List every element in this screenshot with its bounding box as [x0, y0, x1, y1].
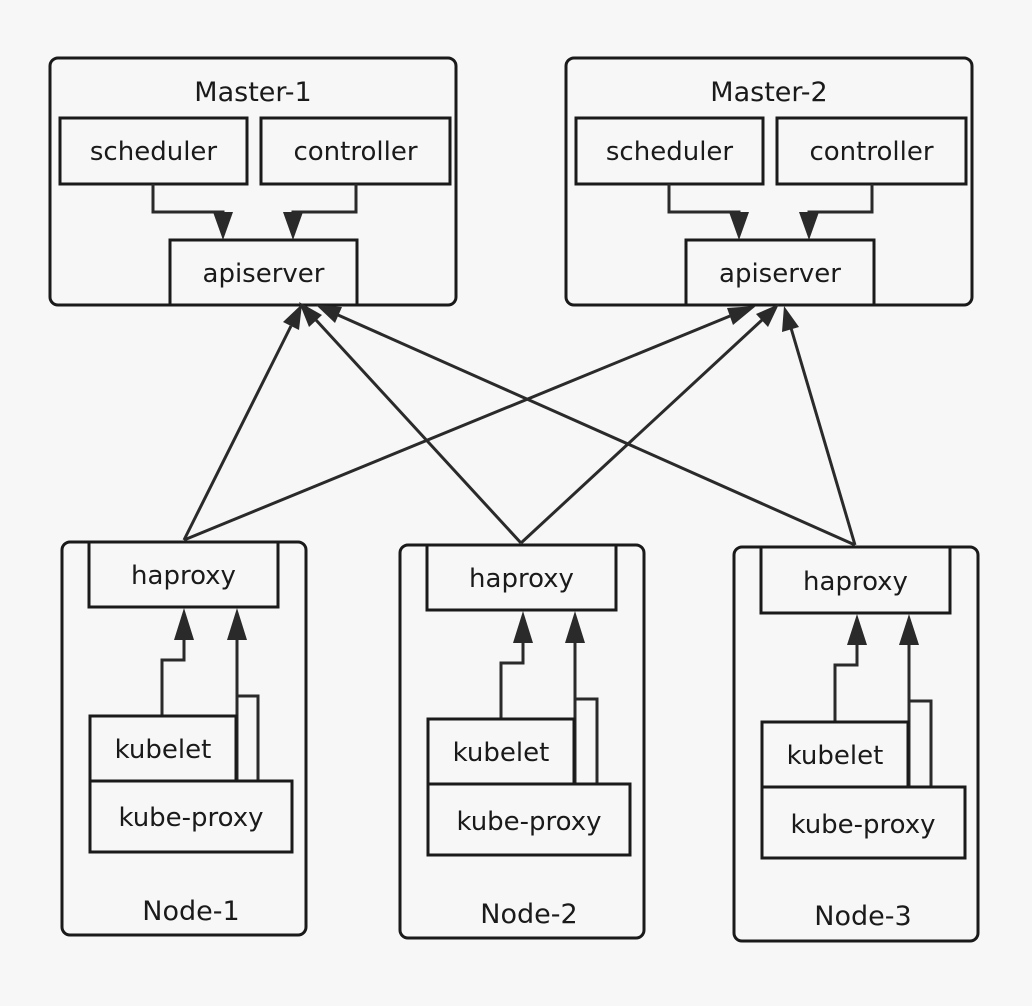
link-node-3-to-master-1-arrowhead — [316, 305, 342, 323]
master-2-controller-connector — [807, 184, 874, 220]
master-1-scheduler-connector — [151, 184, 225, 220]
link-node-3-to-master-1 — [337, 313, 856, 547]
master-2-group: Master-2 scheduler controller apiserver — [564, 56, 974, 307]
node-3-kubelet-arrowhead — [847, 614, 867, 645]
master-1-controller-arrowhead — [283, 212, 303, 240]
node-1-haproxy-box — [87, 540, 280, 609]
node-3-haproxy-label: haproxy — [803, 567, 908, 597]
node-1-kubelet-label: kubelet — [115, 735, 212, 765]
master-1-apiserver-box — [168, 238, 359, 307]
node-3-kube-proxy-box — [760, 785, 967, 860]
master-2-controller-arrowhead — [799, 212, 819, 240]
master-2-apiserver-label: apiserver — [719, 259, 841, 289]
haproxy-to-apiserver-links — [182, 302, 857, 547]
link-node-1-to-master-2-arrowhead — [727, 306, 756, 325]
node-1-kube-proxy-label: kube-proxy — [118, 803, 263, 833]
node-1-kubelet-connector — [160, 636, 186, 716]
node-2-kubelet-arrowhead — [513, 611, 533, 643]
node-2-title: Node-2 — [480, 899, 577, 930]
node-2-kubelet-connector — [499, 639, 525, 719]
link-node-2-to-master-1 — [314, 318, 523, 545]
master-1-scheduler-arrowhead — [213, 212, 233, 240]
node-3-group: haproxy kubelet kube-proxy Node-3 — [732, 545, 980, 943]
node-1-group: haproxy kubelet kube-proxy Node-1 — [60, 540, 308, 937]
master-2-title: Master-2 — [710, 77, 827, 108]
node-2-kube-proxy-box — [426, 782, 632, 857]
node-1-haproxy-label: haproxy — [131, 561, 236, 591]
master-2-scheduler-connector — [667, 184, 741, 220]
node-1-kubelet-arrowhead — [174, 608, 194, 640]
node-3-kube-proxy-arrowhead — [899, 614, 919, 645]
node-1-title: Node-1 — [142, 896, 239, 927]
node-2-kube-proxy-arrowhead — [565, 611, 585, 643]
node-3-kubelet-label: kubelet — [787, 741, 884, 771]
master-2-controller-label: controller — [809, 137, 933, 167]
link-node-1-to-master-1 — [182, 325, 293, 541]
master-1-group: Master-1 scheduler controller apiserver — [48, 56, 458, 307]
node-2-kube-proxy-connector — [573, 697, 599, 784]
node-1-kube-proxy-arrowhead — [227, 608, 247, 640]
node-3-kube-proxy-connector — [907, 699, 933, 787]
master-1-controller-label: controller — [293, 137, 417, 167]
node-3-kube-proxy-label: kube-proxy — [790, 810, 935, 840]
master-2-apiserver-box — [684, 238, 876, 307]
node-2-group: haproxy kubelet kube-proxy Node-2 — [398, 543, 646, 940]
node-2-kubelet-box — [426, 717, 576, 786]
link-node-1-to-master-2 — [183, 314, 731, 542]
node-3-haproxy-box — [759, 545, 952, 615]
master-1-controller-connector — [291, 184, 358, 220]
master-2-scheduler-label: scheduler — [606, 137, 734, 167]
link-node-2-to-master-2 — [519, 318, 764, 545]
node-3-title: Node-3 — [814, 901, 911, 932]
master-1-title: Master-1 — [194, 77, 311, 108]
master-1-apiserver-label: apiserver — [203, 259, 325, 289]
node-3-kubelet-connector — [833, 641, 859, 722]
master-1-scheduler-label: scheduler — [90, 137, 218, 167]
master-2-scheduler-arrowhead — [729, 212, 749, 240]
node-1-kube-proxy-box — [88, 779, 294, 854]
node-2-kube-proxy-label: kube-proxy — [456, 807, 601, 837]
link-node-2-to-master-1-arrowhead — [299, 302, 322, 327]
link-node-3-to-master-2-arrowhead — [782, 306, 799, 332]
link-node-1-to-master-1-arrowhead — [283, 304, 302, 330]
master-2-scheduler-box — [574, 116, 765, 186]
node-1-kubelet-box — [88, 714, 238, 783]
node-2-kubelet-label: kubelet — [453, 738, 550, 768]
node-2-haproxy-label: haproxy — [469, 564, 574, 594]
link-node-3-to-master-2 — [789, 327, 857, 546]
node-1-kube-proxy-connector — [235, 694, 260, 781]
node-2-haproxy-box — [425, 543, 618, 612]
link-node-2-to-master-2-arrowhead — [756, 304, 779, 327]
